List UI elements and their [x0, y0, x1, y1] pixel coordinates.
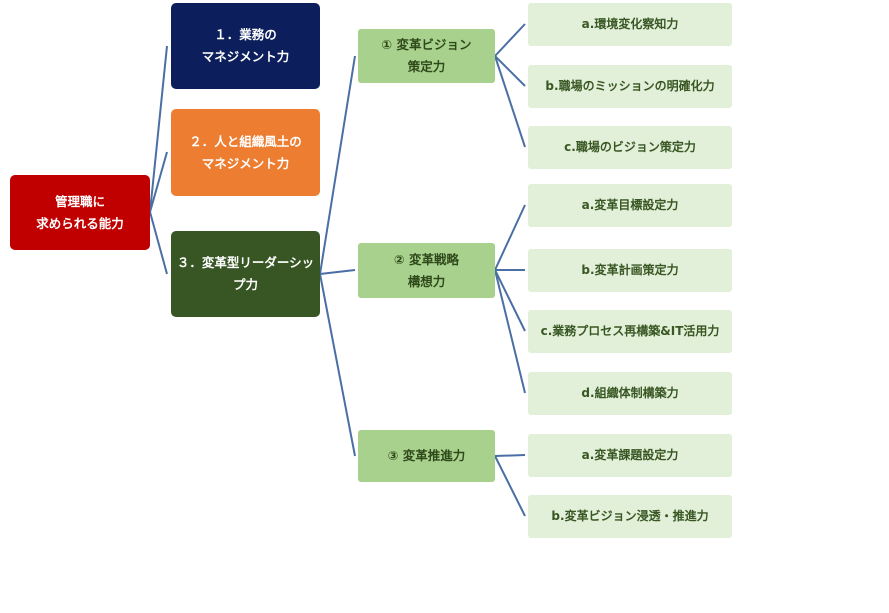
skill-label: ② 変革戦略 構想力	[394, 251, 459, 289]
sub-skill-label: a.変革課題設定力	[581, 448, 679, 462]
sub-skill-label: c.業務プロセス再構築&IT活用力	[540, 324, 720, 338]
sub-skill-label: a.環境変化察知力	[581, 17, 679, 31]
sub-skill-plan-formulation: b.変革計画策定力	[528, 249, 732, 292]
root-node: 管理職に 求められる能力	[10, 175, 150, 250]
connector-c3-m2	[319, 269, 356, 275]
sub-skill-vision-formulation: c.職場のビジョン策定力	[528, 126, 732, 169]
sub-skill-label: b.変革計画策定力	[581, 263, 679, 277]
sub-skill-issue-setting: a.変革課題設定力	[528, 434, 732, 477]
sub-skill-environment-sensing: a.環境変化察知力	[528, 3, 732, 46]
skill-label: ① 変革ビジョン 策定力	[381, 37, 472, 74]
sub-skill-label: b.変革ビジョン浸透・推進力	[551, 509, 709, 523]
root-label: 管理職に 求められる能力	[36, 193, 124, 231]
skill-strategy-design: ② 変革戦略 構想力	[358, 243, 495, 298]
sub-skill-goal-setting: a.変革目標設定力	[528, 184, 732, 227]
competency-business-management: １．業務の マネジメント力	[171, 3, 320, 89]
sub-skill-label: b.職場のミッションの明確化力	[545, 79, 715, 93]
competency-label: ２．人と組織風土の マネジメント力	[189, 133, 302, 171]
competency-transformational-leadership: ３．変革型リーダーシッ プ力	[171, 231, 320, 317]
connector-root-c2	[149, 151, 168, 213]
sub-skill-vision-penetration: b.変革ビジョン浸透・推進力	[528, 495, 732, 538]
competency-people-culture-management: ２．人と組織風土の マネジメント力	[171, 109, 320, 196]
competency-label: ３．変革型リーダーシッ プ力	[176, 255, 315, 292]
skill-change-promotion: ③ 変革推進力	[358, 430, 495, 482]
connector-c3-m1	[319, 55, 356, 275]
sub-skill-process-reengineering-it: c.業務プロセス再構築&IT活用力	[528, 310, 732, 353]
sub-skill-mission-clarification: b.職場のミッションの明確化力	[528, 65, 732, 108]
competency-label: １．業務の マネジメント力	[201, 27, 290, 64]
connector-m1-l2	[494, 55, 526, 87]
connector-m2-l4	[494, 204, 526, 271]
connector-root-c3	[149, 211, 168, 275]
skill-label: ③ 変革推進力	[387, 448, 466, 464]
connector-c3-m3	[319, 273, 356, 457]
connector-m2-l7	[494, 269, 526, 394]
connector-m2-l6	[494, 269, 526, 332]
connector-m1-l1	[494, 23, 526, 57]
skill-vision-formulation: ① 変革ビジョン 策定力	[358, 29, 495, 83]
connector-root-c1	[149, 45, 168, 213]
connector-m3-l8	[494, 454, 526, 457]
connector-m1-l3	[494, 55, 526, 148]
sub-skill-label: c.職場のビジョン策定力	[564, 140, 696, 154]
sub-skill-organization-building: d.組織体制構築力	[528, 372, 732, 415]
connector-m3-l9	[494, 455, 526, 517]
sub-skill-label: d.組織体制構築力	[581, 386, 679, 400]
sub-skill-label: a.変革目標設定力	[581, 198, 679, 212]
